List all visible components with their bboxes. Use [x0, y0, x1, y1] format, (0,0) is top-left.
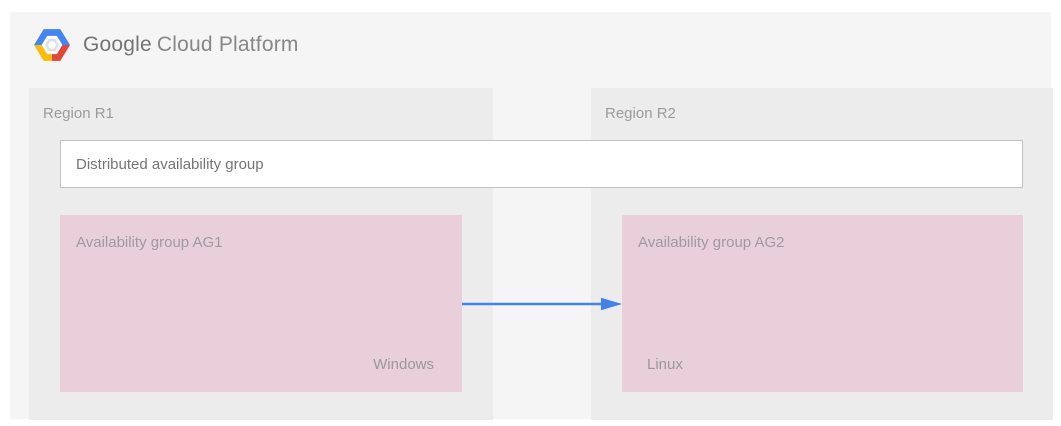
- distributed-availability-group-box: Distributed availability group: [60, 140, 1023, 188]
- availability-group-ag1-label: Availability group AG1: [76, 234, 223, 251]
- ag2-os-label: Linux: [647, 356, 683, 373]
- region-r1-label: Region R1: [43, 105, 114, 122]
- gcp-hexagon-logo-icon: [34, 29, 70, 61]
- availability-group-ag2-label: Availability group AG2: [638, 234, 785, 251]
- logo-product-text: Cloud Platform: [156, 33, 299, 56]
- region-r2-label: Region R2: [605, 105, 676, 122]
- logo-brand-text: Google: [83, 33, 152, 56]
- replication-arrow-icon: [462, 297, 622, 311]
- ag1-os-label: Windows: [373, 356, 434, 373]
- availability-group-ag1-box: Availability group AG1 Windows: [60, 215, 462, 392]
- availability-group-ag2-box: Availability group AG2 Linux: [622, 215, 1023, 392]
- distributed-availability-group-label: Distributed availability group: [76, 155, 264, 173]
